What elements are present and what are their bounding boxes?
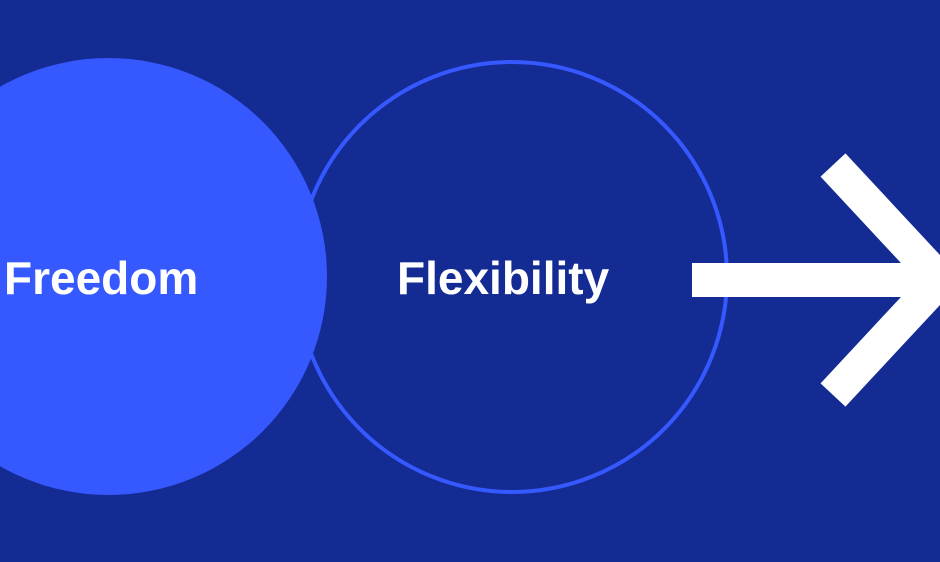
arrow-right-icon <box>692 153 940 407</box>
arrow-head <box>820 153 940 407</box>
freedom-label: Freedom <box>4 252 199 304</box>
arrow-shaft <box>692 263 940 297</box>
flexibility-label: Flexibility <box>397 252 610 304</box>
